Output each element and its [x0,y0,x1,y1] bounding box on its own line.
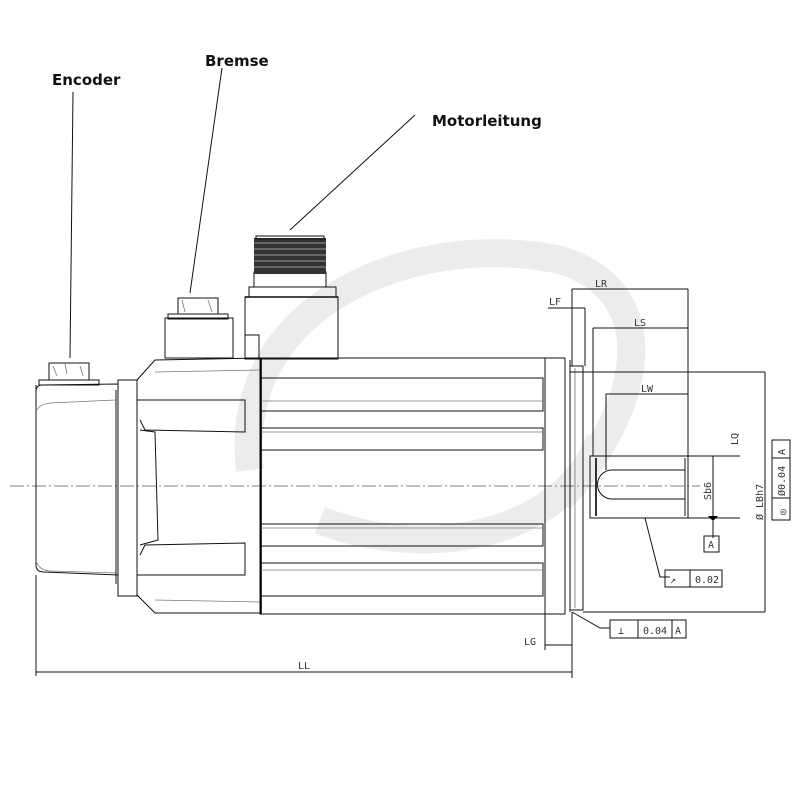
dim-lf: LF [549,297,561,308]
dim-lbh7: Ø LBh7 [754,484,766,520]
concentricity-symbol: ◎ [778,509,789,515]
dim-lg: LG [524,637,536,648]
dimension-lines [35,288,766,678]
motor-cable-connector [244,235,339,360]
leader-brake [189,67,223,294]
concentricity-value: Ø0.04 [776,466,788,496]
rear-flange [117,379,138,597]
dim-lr: LR [595,279,608,290]
perpendicularity-value: 0.04 [643,626,667,637]
shaft [589,455,689,519]
leader-encoder [69,91,74,359]
dim-lw: LW [641,384,654,395]
runout-value: 0.02 [695,575,719,586]
perpendicularity-datum: A [675,626,681,637]
callout-encoder: Encoder [52,71,121,89]
datum-a: A [703,535,720,553]
brake-section [136,297,261,614]
dim-lq: LQ [730,433,741,445]
leader-motor-cable [289,114,416,231]
threaded-connector [254,238,326,274]
callout-brake: Bremse [205,52,269,70]
dim-ls: LS [634,318,646,329]
watermark [234,239,646,510]
encoder-housing [35,362,119,576]
perpendicularity-symbol: ⊥ [618,626,624,637]
runout-symbol: ↗ [670,575,676,586]
runout-tolerance-frame: ↗ 0.02 [664,569,723,588]
dim-sb6: Sb6 [703,482,714,500]
dim-ll: LL [298,661,310,672]
watermark-lower [314,434,613,554]
concentricity-datum: A [777,449,788,455]
concentricity-tolerance-frame: A Ø0.04 ◎ [771,439,791,521]
perpendicularity-tolerance-frame: ⊥ 0.04 A [609,619,687,639]
datum-a-label: A [708,540,714,551]
callout-motor-cable: Motorleitung [432,112,542,130]
front-flange [569,365,584,611]
